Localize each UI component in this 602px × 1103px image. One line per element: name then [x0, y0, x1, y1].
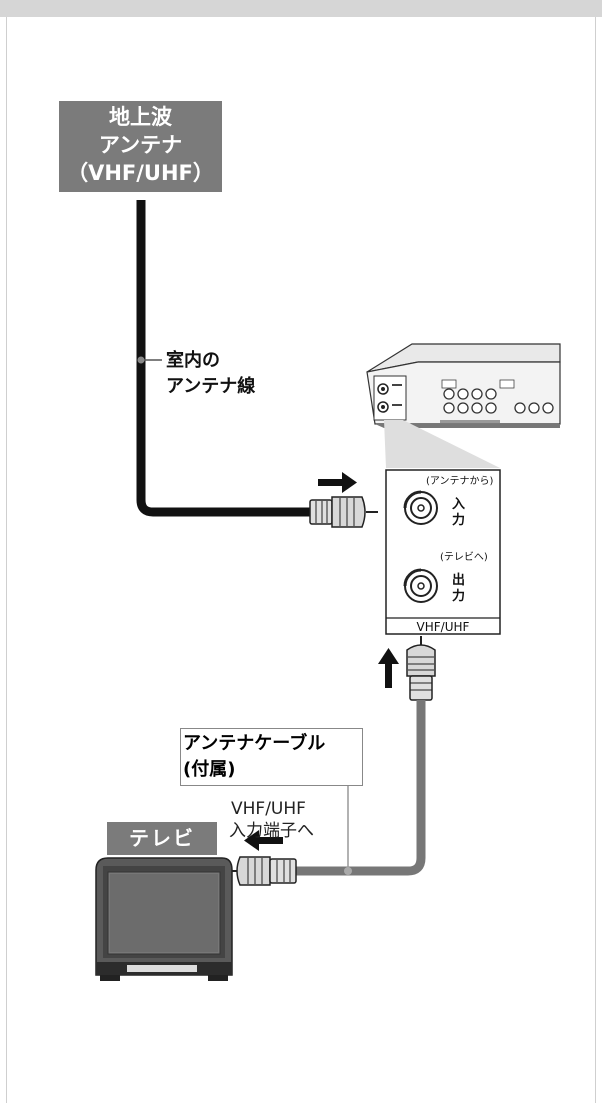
indoor-antenna-wire: [136, 200, 312, 517]
indoor-wire-label-line2: アンテナ線: [166, 376, 256, 397]
output-plug-icon: [406, 636, 436, 701]
cable-label-line1: アンテナケーブル: [183, 733, 326, 754]
tv-input-label-line1: VHF/UHF: [231, 799, 306, 819]
vcr-device: [366, 343, 561, 428]
antenna-label: 地上波 アンテナ （VHF/UHF）: [59, 101, 222, 192]
panel-input-char2: 力: [452, 512, 465, 528]
antenna-label-line3: （VHF/UHF）: [67, 161, 214, 185]
indoor-wire-label: 室内の アンテナ線: [166, 348, 255, 400]
input-plug-icon: [309, 496, 378, 528]
zoom-projection: [384, 420, 500, 468]
panel-input-note: (アンテナから): [426, 475, 494, 487]
cable-label-line2: (付属): [183, 759, 236, 780]
panel-output-char1: 出: [452, 572, 465, 588]
terminal-panel: [385, 469, 501, 635]
tv-plug-icon: [230, 856, 297, 886]
cable-label-leader-dot: [344, 867, 352, 875]
antenna-label-line2: アンテナ: [98, 133, 183, 157]
right-rule: [595, 17, 596, 1103]
tv-input-label: VHF/UHF 入力端子へ: [229, 798, 314, 842]
television-icon: [95, 857, 233, 981]
arrow-up-icon: [378, 648, 399, 688]
antenna-label-line1: 地上波: [109, 105, 172, 129]
panel-output-note: (テレビへ): [440, 551, 488, 563]
indoor-wire-leader-dot: [137, 356, 145, 364]
left-rule: [6, 17, 7, 1103]
supplied-antenna-cable: [296, 700, 426, 876]
cable-label: アンテナケーブル (付属): [180, 728, 363, 786]
arrow-right-icon: [318, 472, 357, 493]
output-jack-icon: [403, 568, 438, 603]
arrow-left-icon: [244, 830, 283, 851]
tv-input-label-line2: 入力端子へ: [229, 821, 314, 841]
panel-input-char1: 入: [452, 497, 465, 512]
input-jack-icon: [403, 490, 438, 525]
indoor-wire-label-line1: 室内の: [166, 350, 220, 371]
top-bar: [0, 0, 602, 17]
panel-footer: VHF/UHF: [417, 620, 470, 634]
panel-output-char2: 力: [452, 588, 465, 604]
tv-label: テレビ: [107, 822, 217, 855]
